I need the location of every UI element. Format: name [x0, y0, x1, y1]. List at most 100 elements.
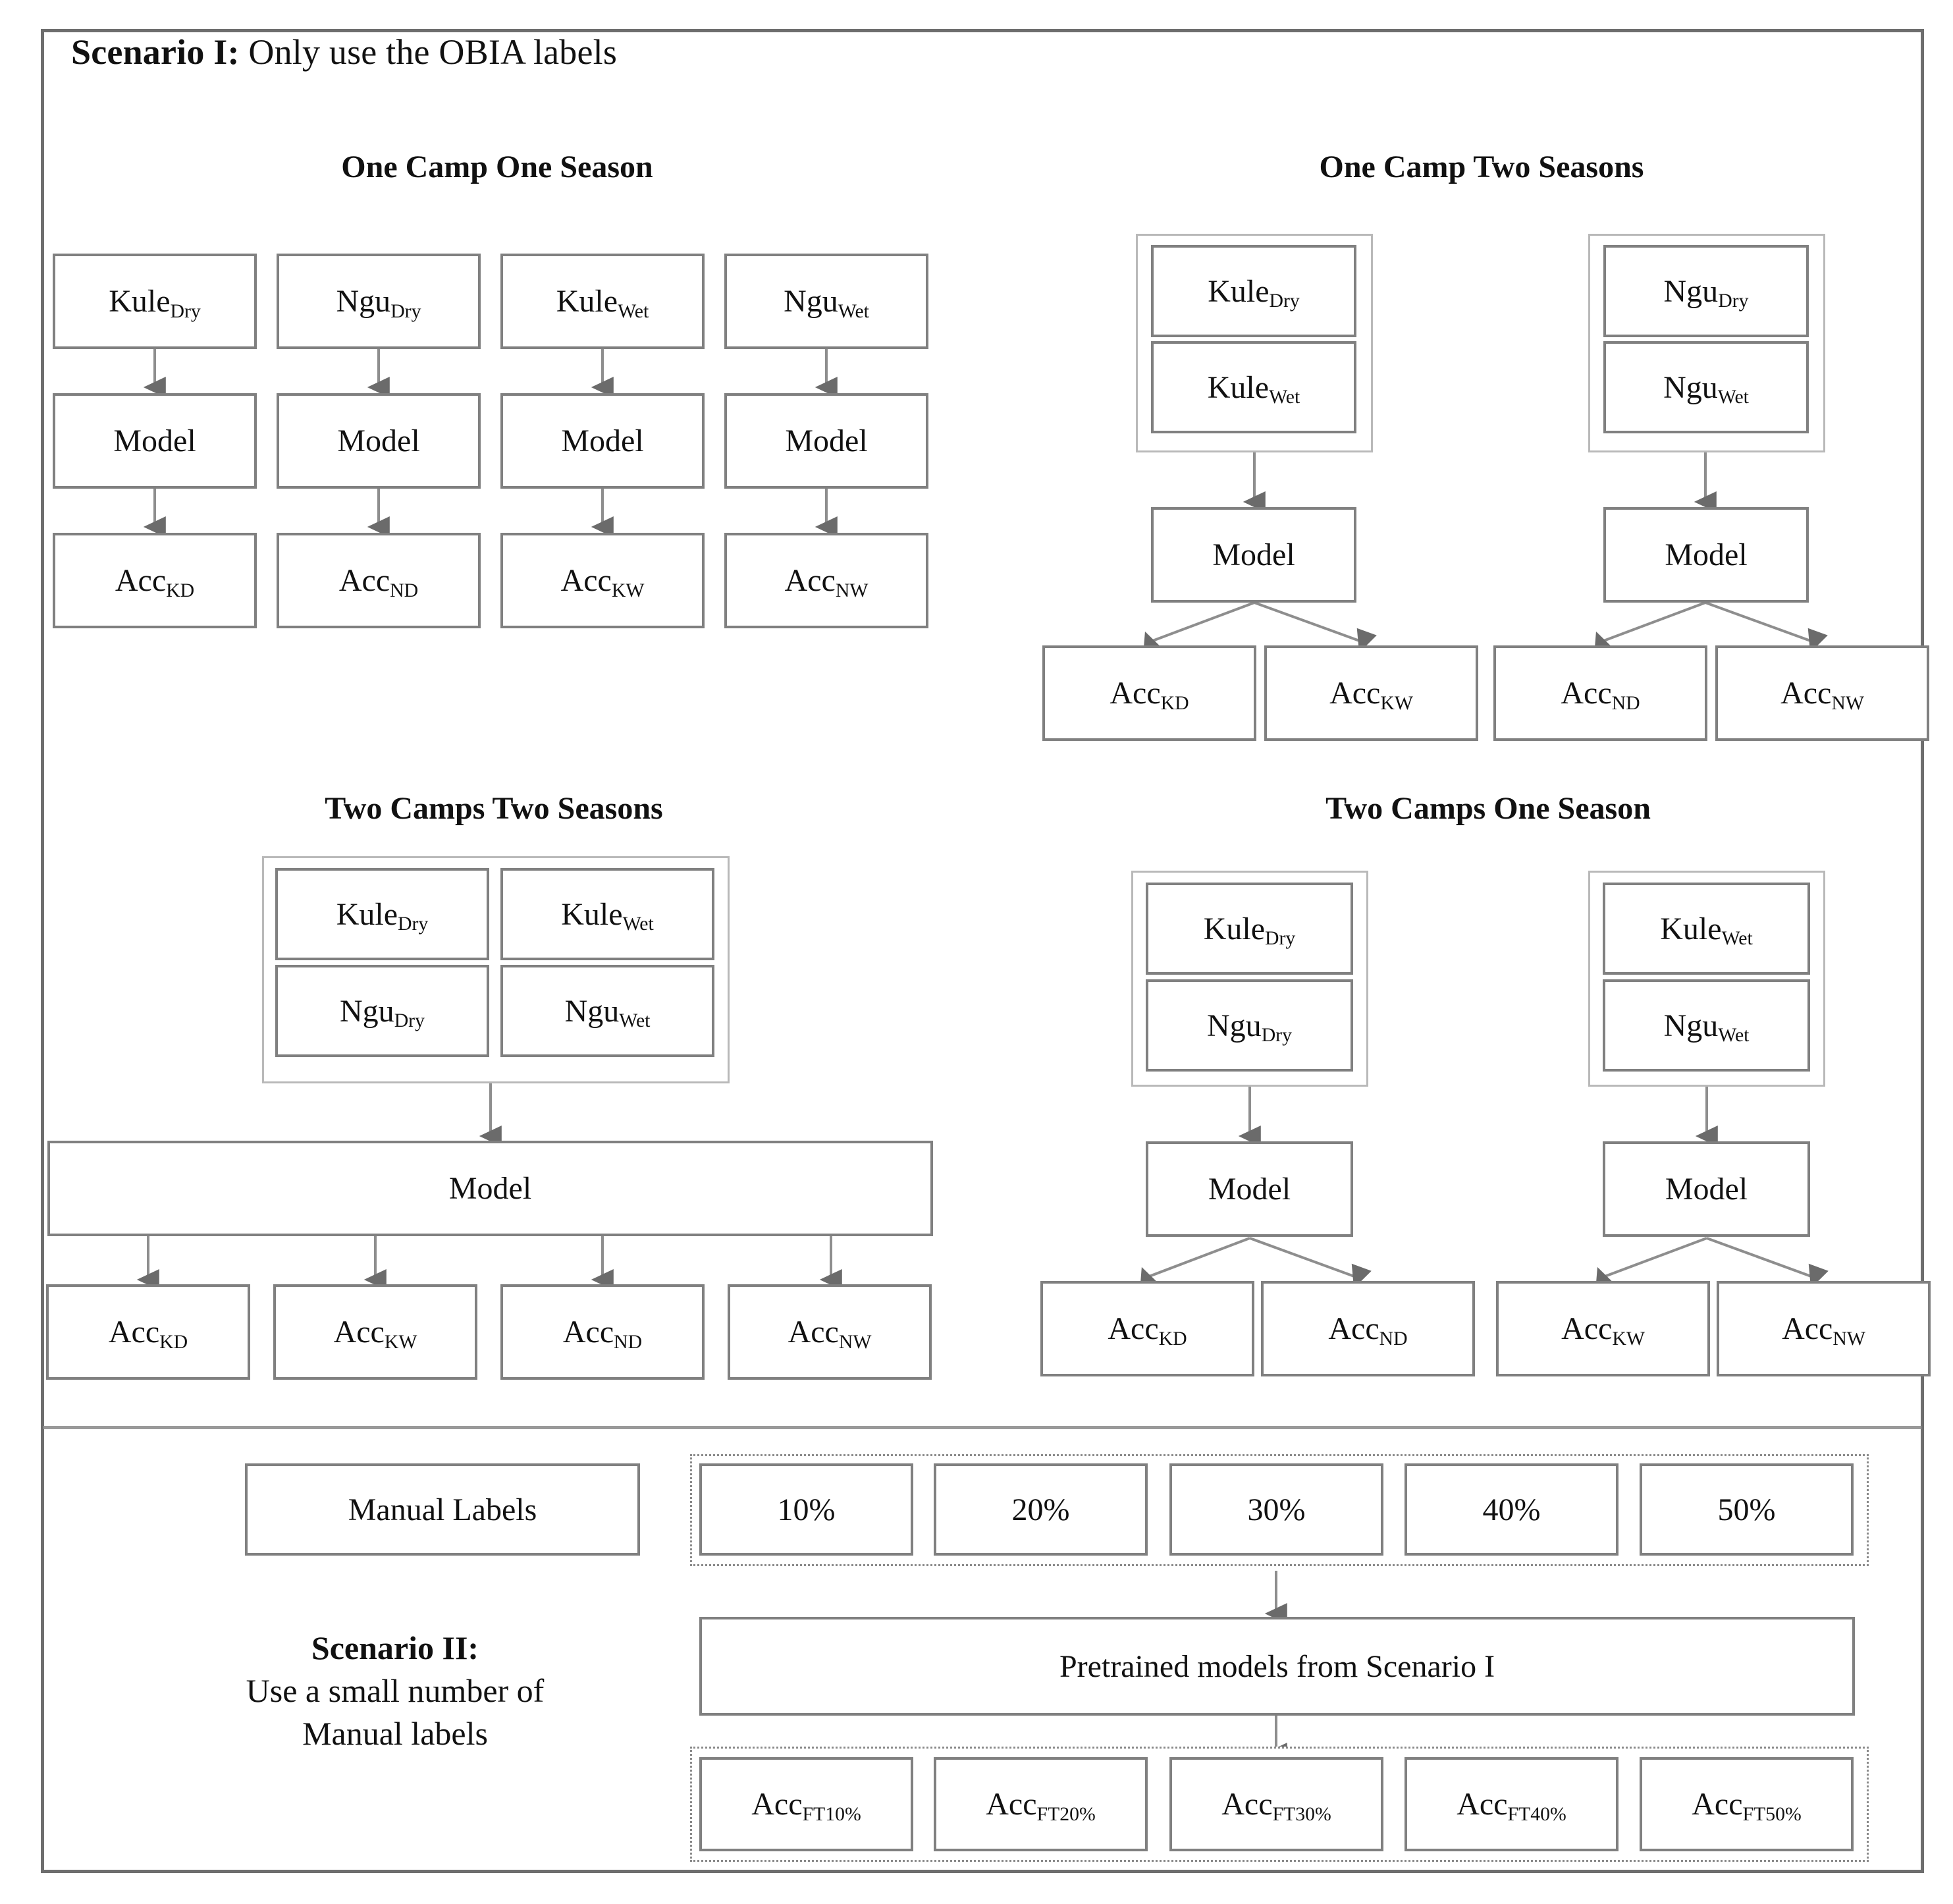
- box-pretrained-models: Pretrained models from Scenario I: [699, 1617, 1855, 1716]
- label-acc-ft40: AccFT40%: [1457, 1787, 1566, 1825]
- label-kule-wet-s4: KuleWet: [1660, 911, 1753, 950]
- box-model-kd: Model: [53, 393, 257, 489]
- label-acc-nw-s4: AccNW: [1782, 1311, 1865, 1349]
- label-acc-kd-s4: AccKD: [1108, 1311, 1187, 1349]
- label-ngu-wet-s2: NguWet: [1663, 369, 1749, 408]
- label-acc-kw-s4: AccKW: [1561, 1311, 1645, 1349]
- box-percent-50: 50%: [1640, 1463, 1854, 1556]
- box-acc-kw-s4: AccKW: [1496, 1281, 1710, 1376]
- label-kule-dry-s2: KuleDry: [1208, 273, 1300, 312]
- label-acc-kd: AccKD: [115, 563, 195, 601]
- box-input-kule-dry-s3: KuleDry: [275, 868, 489, 960]
- label-acc-kd-s2: AccKD: [1110, 676, 1189, 714]
- box-model-kw: Model: [500, 393, 705, 489]
- box-acc-kd: AccKD: [53, 533, 257, 628]
- box-model-ngu-two-seasons: Model: [1603, 507, 1809, 603]
- label-acc-ft50: AccFT50%: [1692, 1787, 1802, 1825]
- box-input-ngu-dry: NguDry: [277, 254, 481, 349]
- box-acc-nw: AccNW: [724, 533, 928, 628]
- box-acc-nd: AccND: [277, 533, 481, 628]
- scenario-1-title-rest: Only use the OBIA labels: [239, 32, 618, 72]
- box-acc-nw-s2: AccNW: [1715, 645, 1929, 741]
- box-input-ngu-dry-s3: NguDry: [275, 965, 489, 1057]
- label-acc-ft10: AccFT10%: [751, 1787, 861, 1825]
- label-acc-nd-s4: AccND: [1328, 1311, 1408, 1349]
- section-title-one-camp-one-season: One Camp One Season: [341, 150, 653, 184]
- box-acc-nd-s3: AccND: [500, 1284, 705, 1380]
- label-acc-kw: AccKW: [560, 563, 645, 601]
- box-model-wet-two-camps: Model: [1603, 1141, 1810, 1237]
- label-ngu-dry-s4: NguDry: [1207, 1008, 1292, 1047]
- box-acc-kd-s3: AccKD: [46, 1284, 250, 1380]
- box-input-kule-wet-s4: KuleWet: [1603, 883, 1810, 975]
- box-input-kule-wet-s2: KuleWet: [1151, 341, 1356, 433]
- label-ngu-wet-s4: NguWet: [1663, 1008, 1750, 1047]
- section-title-one-camp-two-seasons: One Camp Two Seasons: [1319, 150, 1644, 184]
- box-acc-ft10: AccFT10%: [699, 1757, 913, 1851]
- scenario-divider: [43, 1426, 1921, 1429]
- box-acc-kw-s2: AccKW: [1264, 645, 1478, 741]
- label-ngu-dry: NguDry: [336, 284, 421, 322]
- label-ngu-wet-s3: NguWet: [564, 993, 651, 1032]
- box-percent-10: 10%: [699, 1463, 913, 1556]
- label-acc-ft20: AccFT20%: [986, 1787, 1096, 1825]
- label-kule-wet: KuleWet: [556, 284, 649, 322]
- box-acc-kd-s4: AccKD: [1040, 1281, 1254, 1376]
- box-input-ngu-wet: NguWet: [724, 254, 928, 349]
- box-input-ngu-dry-s2: NguDry: [1603, 245, 1809, 337]
- box-input-kule-wet: KuleWet: [500, 254, 705, 349]
- box-model-two-camps-two-seasons: Model: [47, 1141, 933, 1236]
- scenario-1-title: Scenario I: Only use the OBIA labels: [71, 32, 617, 72]
- box-input-ngu-wet-s2: NguWet: [1603, 341, 1809, 433]
- box-acc-ft30: AccFT30%: [1169, 1757, 1383, 1851]
- label-acc-nd-s2: AccND: [1561, 676, 1640, 714]
- box-model-kule-two-seasons: Model: [1151, 507, 1356, 603]
- scenario-2-label: Scenario II: Use a small number of Manua…: [151, 1627, 639, 1755]
- box-input-ngu-dry-s4: NguDry: [1146, 979, 1353, 1072]
- scenario-2-label-line2: Use a small number of: [246, 1672, 545, 1709]
- label-acc-nd-s3: AccND: [562, 1315, 643, 1353]
- label-acc-nw-s3: AccNW: [788, 1315, 872, 1353]
- label-ngu-wet: NguWet: [784, 284, 869, 322]
- box-model-nw: Model: [724, 393, 928, 489]
- box-acc-ft40: AccFT40%: [1405, 1757, 1619, 1851]
- box-acc-kd-s2: AccKD: [1042, 645, 1256, 741]
- box-input-ngu-wet-s4: NguWet: [1603, 979, 1810, 1072]
- label-acc-kw-s2: AccKW: [1329, 676, 1413, 714]
- scenario-1-title-bold: Scenario I:: [71, 32, 240, 72]
- label-kule-dry-s3: KuleDry: [336, 896, 429, 935]
- box-acc-nd-s2: AccND: [1493, 645, 1707, 741]
- box-percent-40: 40%: [1405, 1463, 1619, 1556]
- section-title-two-camps-two-seasons: Two Camps Two Seasons: [325, 791, 663, 826]
- box-input-kule-dry-s4: KuleDry: [1146, 883, 1353, 975]
- box-percent-30: 30%: [1169, 1463, 1383, 1556]
- label-kule-wet-s2: KuleWet: [1207, 369, 1300, 408]
- label-acc-kd-s3: AccKD: [108, 1315, 188, 1353]
- label-kule-dry-s4: KuleDry: [1203, 911, 1296, 950]
- box-input-kule-dry: KuleDry: [53, 254, 257, 349]
- box-acc-nw-s4: AccNW: [1717, 1281, 1931, 1376]
- box-percent-20: 20%: [934, 1463, 1148, 1556]
- label-acc-nw: AccNW: [784, 563, 869, 601]
- label-ngu-dry-s2: NguDry: [1663, 273, 1749, 312]
- box-acc-nd-s4: AccND: [1261, 1281, 1475, 1376]
- label-acc-nd: AccND: [338, 563, 419, 601]
- label-acc-nw-s2: AccNW: [1780, 676, 1864, 714]
- box-input-kule-dry-s2: KuleDry: [1151, 245, 1356, 337]
- box-acc-ft50: AccFT50%: [1640, 1757, 1854, 1851]
- label-kule-dry: KuleDry: [109, 284, 201, 322]
- box-input-ngu-wet-s3: NguWet: [500, 965, 714, 1057]
- section-title-two-camps-one-season: Two Camps One Season: [1325, 791, 1651, 826]
- scenario-2-label-line1: Scenario II:: [311, 1629, 479, 1666]
- box-manual-labels: Manual Labels: [245, 1463, 640, 1556]
- label-acc-kw-s3: AccKW: [333, 1315, 417, 1353]
- box-acc-ft20: AccFT20%: [934, 1757, 1148, 1851]
- box-model-dry-two-camps: Model: [1146, 1141, 1353, 1237]
- box-acc-kw-s3: AccKW: [273, 1284, 477, 1380]
- label-acc-ft30: AccFT30%: [1221, 1787, 1331, 1825]
- box-acc-kw: AccKW: [500, 533, 705, 628]
- label-kule-wet-s3: KuleWet: [561, 896, 654, 935]
- box-input-kule-wet-s3: KuleWet: [500, 868, 714, 960]
- scenario-2-label-line3: Manual labels: [302, 1715, 488, 1752]
